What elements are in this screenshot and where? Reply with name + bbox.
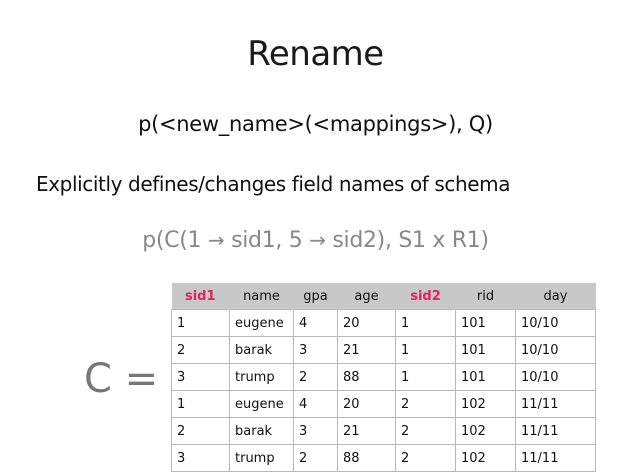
table-cell: 1 bbox=[395, 336, 456, 364]
table-cell: 2 bbox=[395, 417, 456, 445]
column-header-sid2: sid2 bbox=[395, 283, 456, 310]
result-label: C = bbox=[84, 356, 159, 402]
table-cell: 102 bbox=[455, 444, 516, 472]
column-header-day: day bbox=[515, 283, 596, 310]
table-cell: 21 bbox=[337, 336, 396, 364]
table-cell: 102 bbox=[455, 390, 516, 418]
table-cell: 2 bbox=[293, 363, 338, 391]
arrow-icon: → bbox=[207, 228, 225, 252]
table-cell: 3 bbox=[171, 444, 230, 472]
table-cell: barak bbox=[229, 417, 294, 445]
table-cell: 2 bbox=[395, 444, 456, 472]
table-cell: 20 bbox=[337, 309, 396, 337]
column-header-gpa: gpa bbox=[293, 283, 338, 310]
table-cell: 11/11 bbox=[515, 390, 596, 418]
table-cell: 20 bbox=[337, 390, 396, 418]
table-cell: 1 bbox=[395, 363, 456, 391]
table-cell: 10/10 bbox=[515, 309, 596, 337]
table-cell: 101 bbox=[455, 309, 516, 337]
table-cell: 102 bbox=[455, 417, 516, 445]
table-cell: 4 bbox=[293, 309, 338, 337]
table-cell: 21 bbox=[337, 417, 396, 445]
table-cell: 2 bbox=[395, 390, 456, 418]
table-cell: eugene bbox=[229, 309, 294, 337]
table-cell: 10/10 bbox=[515, 363, 596, 391]
table-cell: 11/11 bbox=[515, 444, 596, 472]
table-cell: 4 bbox=[293, 390, 338, 418]
table-header-row: sid1 name gpa age sid2 rid day bbox=[171, 283, 596, 310]
column-header-sid1: sid1 bbox=[171, 283, 230, 310]
table-cell: 2 bbox=[293, 444, 338, 472]
table-row: 3 trump 2 88 2 102 11/11 bbox=[171, 444, 596, 472]
column-header-age: age bbox=[337, 283, 396, 310]
table-cell: 2 bbox=[171, 417, 230, 445]
result-table: sid1 name gpa age sid2 rid day 1 eugene … bbox=[171, 283, 596, 472]
column-header-name: name bbox=[229, 283, 294, 310]
table-cell: 88 bbox=[337, 444, 396, 472]
example-prefix: p(C(1 bbox=[142, 228, 202, 253]
table-cell: 1 bbox=[395, 309, 456, 337]
table-cell: 3 bbox=[293, 417, 338, 445]
rename-syntax: p(<new_name>(<mappings>), Q) bbox=[138, 112, 493, 136]
column-header-rid: rid bbox=[455, 283, 516, 310]
table-cell: trump bbox=[229, 444, 294, 472]
table-cell: eugene bbox=[229, 390, 294, 418]
table-cell: 10/10 bbox=[515, 336, 596, 364]
table-cell: 1 bbox=[171, 309, 230, 337]
table-cell: 101 bbox=[455, 363, 516, 391]
table-cell: 1 bbox=[171, 390, 230, 418]
example-suffix: sid2), S1 x R1) bbox=[325, 228, 489, 253]
example-mid: sid1, 5 bbox=[224, 228, 310, 253]
table-cell: 2 bbox=[171, 336, 230, 364]
table-cell: 101 bbox=[455, 336, 516, 364]
table-cell: 3 bbox=[293, 336, 338, 364]
table-row: 1 eugene 4 20 1 101 10/10 bbox=[171, 309, 596, 337]
table-row: 1 eugene 4 20 2 102 11/11 bbox=[171, 390, 596, 418]
rename-example: p(C(1 → sid1, 5 → sid2), S1 x R1) bbox=[0, 228, 631, 253]
arrow-icon: → bbox=[309, 228, 326, 252]
table-cell: 3 bbox=[171, 363, 230, 391]
table-cell: 11/11 bbox=[515, 417, 596, 445]
table-cell: trump bbox=[229, 363, 294, 391]
rename-description: Explicitly defines/changes field names o… bbox=[36, 172, 511, 196]
table-cell: barak bbox=[229, 336, 294, 364]
slide-title: Rename bbox=[247, 34, 384, 74]
table-cell: 88 bbox=[337, 363, 396, 391]
table-row: 3 trump 2 88 1 101 10/10 bbox=[171, 363, 596, 391]
table-row: 2 barak 3 21 2 102 11/11 bbox=[171, 417, 596, 445]
table-row: 2 barak 3 21 1 101 10/10 bbox=[171, 336, 596, 364]
